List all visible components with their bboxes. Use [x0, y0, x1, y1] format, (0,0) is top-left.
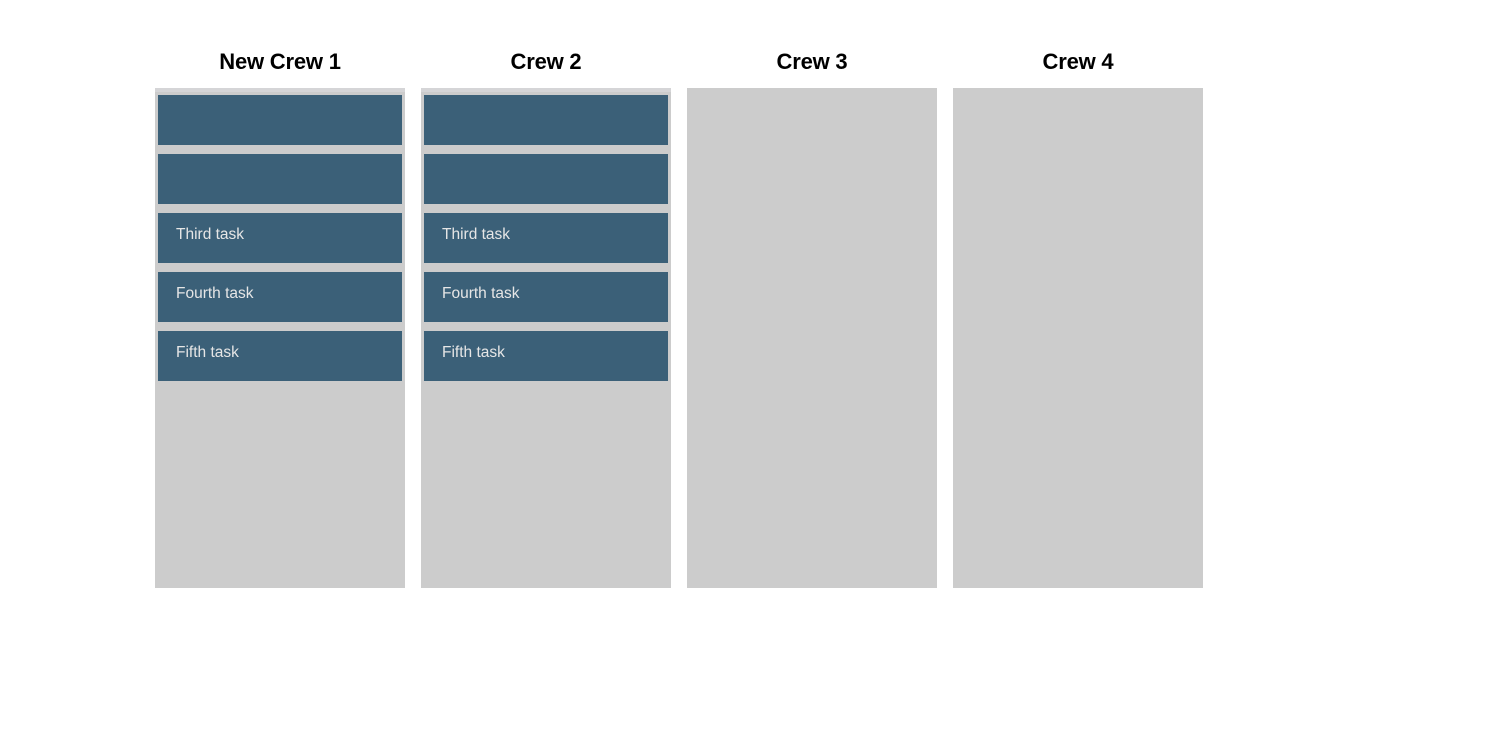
task-card-label: Third task: [442, 226, 511, 243]
task-card[interactable]: [158, 154, 402, 204]
task-card[interactable]: Fourth task: [424, 272, 668, 322]
task-card[interactable]: Fifth task: [424, 331, 668, 381]
column-dropzone-crew-4[interactable]: [953, 88, 1203, 588]
task-card-label: Fifth task: [176, 344, 239, 361]
board-column-crew-3: Crew 3: [687, 48, 937, 588]
task-card[interactable]: Third task: [158, 213, 402, 263]
task-card-label: Fourth task: [442, 285, 520, 302]
column-title-crew-2[interactable]: Crew 2: [510, 49, 582, 74]
board-column-crew-4: Crew 4: [953, 48, 1203, 588]
task-card[interactable]: [424, 154, 668, 204]
column-title-crew-3[interactable]: Crew 3: [776, 49, 848, 74]
task-card[interactable]: Fifth task: [158, 331, 402, 381]
task-card-label: Fifth task: [442, 344, 505, 361]
task-card[interactable]: [158, 95, 402, 145]
task-card-label: Fourth task: [176, 285, 254, 302]
column-dropzone-crew-3[interactable]: [687, 88, 937, 588]
task-card[interactable]: Third task: [424, 213, 668, 263]
task-card-label: Third task: [176, 226, 245, 243]
task-card[interactable]: [424, 95, 668, 145]
column-title-crew-1[interactable]: New Crew 1: [219, 49, 341, 74]
column-title-crew-4[interactable]: Crew 4: [1042, 49, 1114, 74]
task-card[interactable]: Fourth task: [158, 272, 402, 322]
